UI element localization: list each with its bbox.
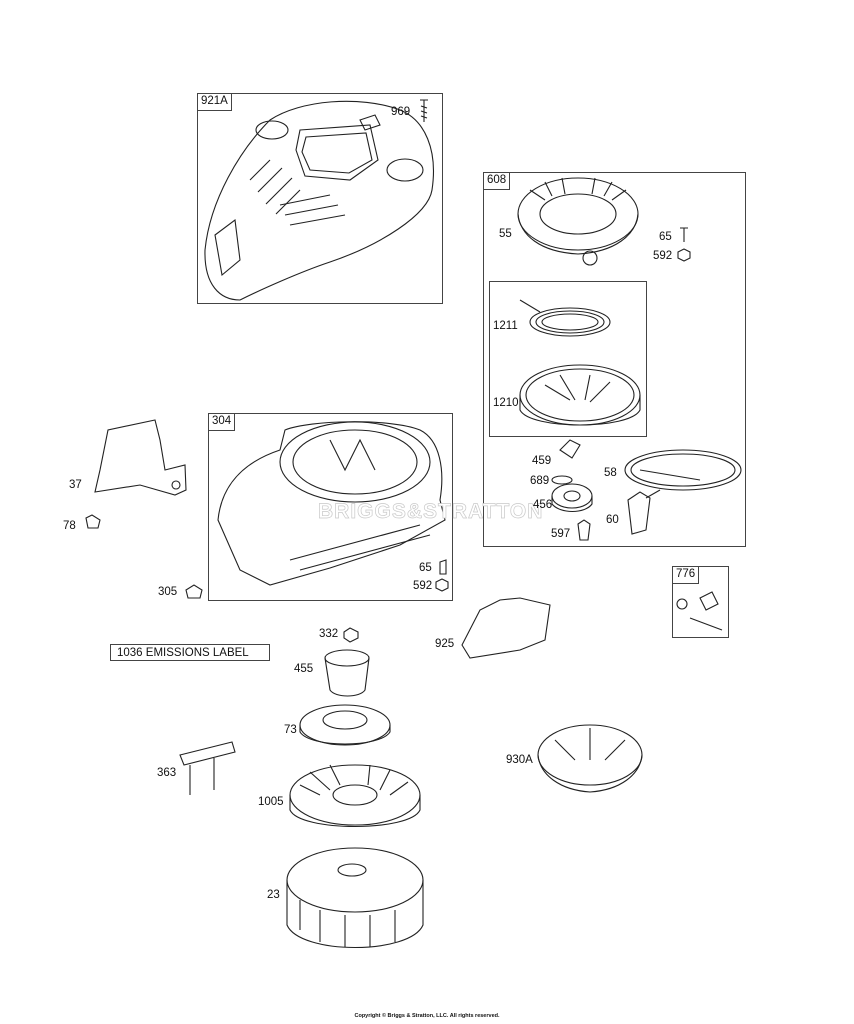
part-689: 689	[530, 475, 550, 487]
part-60: 60	[606, 514, 619, 526]
part-73: 73	[284, 724, 297, 736]
part-930A: 930A	[506, 754, 533, 766]
screen-73-art	[299, 704, 391, 746]
part-363: 363	[157, 767, 177, 779]
nut-592-art	[677, 248, 691, 262]
group-box-776	[672, 566, 729, 638]
retainer-456-art	[551, 483, 593, 513]
rope-58-art	[624, 449, 742, 491]
part-592-b: 592	[413, 580, 433, 592]
part-1211: 1211	[493, 320, 518, 332]
group-label-776: 776	[672, 566, 700, 584]
group-box-608	[483, 172, 746, 547]
group-label-921A: 921A	[197, 93, 232, 111]
part-597: 597	[551, 528, 571, 540]
group-box-304	[208, 413, 453, 601]
group-label-304: 304	[208, 413, 236, 431]
emissions-label: 1036 EMISSIONS LABEL	[110, 644, 270, 661]
part-455: 455	[294, 663, 314, 675]
pawl-459-art	[559, 439, 581, 459]
blower-cover-art	[204, 100, 434, 301]
part-37: 37	[69, 479, 82, 491]
cup-455-art	[324, 649, 370, 697]
kit-776-art	[676, 591, 723, 631]
screw-597-art	[577, 519, 591, 541]
part-969: 969	[391, 106, 411, 118]
part-1210: 1210	[493, 397, 519, 409]
rewind-spring-art	[519, 299, 611, 337]
baffle-37-art	[94, 419, 187, 496]
nut-332-art	[343, 627, 359, 643]
part-925: 925	[435, 638, 455, 650]
spring-689-art	[551, 475, 573, 485]
bracket-363-art	[179, 741, 236, 795]
bolt-65-art	[680, 227, 688, 242]
screw-78-art	[85, 514, 101, 529]
part-55: 55	[499, 228, 512, 240]
part-23: 23	[267, 889, 280, 901]
part-65-a: 65	[659, 231, 672, 243]
screw-305-art	[185, 584, 203, 599]
copyright-notice: Copyright © Briggs & Stratton, LLC. All …	[354, 1013, 500, 1019]
part-1005: 1005	[258, 796, 284, 808]
fan-1005-art	[289, 764, 421, 827]
group-box-921A	[197, 93, 443, 304]
part-456: 456	[533, 499, 553, 511]
screen-930A-art	[537, 724, 643, 793]
part-65-b: 65	[419, 562, 432, 574]
part-58: 58	[604, 467, 617, 479]
part-332: 332	[319, 628, 339, 640]
part-592-a: 592	[653, 250, 673, 262]
blower-housing-art	[217, 421, 446, 586]
pulley-art	[519, 364, 641, 426]
guard-925-art	[461, 597, 551, 659]
brand-watermark: BRIGGS&STRATTON	[318, 500, 544, 524]
flywheel-23-art	[286, 847, 424, 949]
group-label-608: 608	[483, 172, 511, 190]
subgroup-box-starter	[489, 281, 647, 437]
screw-969-art	[420, 99, 428, 122]
part-459: 459	[532, 455, 552, 467]
part-78: 78	[63, 520, 76, 532]
part-305: 305	[158, 586, 178, 598]
starter-housing-art	[517, 177, 639, 266]
nut-592b-art	[435, 578, 449, 592]
handle-60-art	[627, 489, 661, 535]
bolt-65b-art	[439, 559, 447, 575]
